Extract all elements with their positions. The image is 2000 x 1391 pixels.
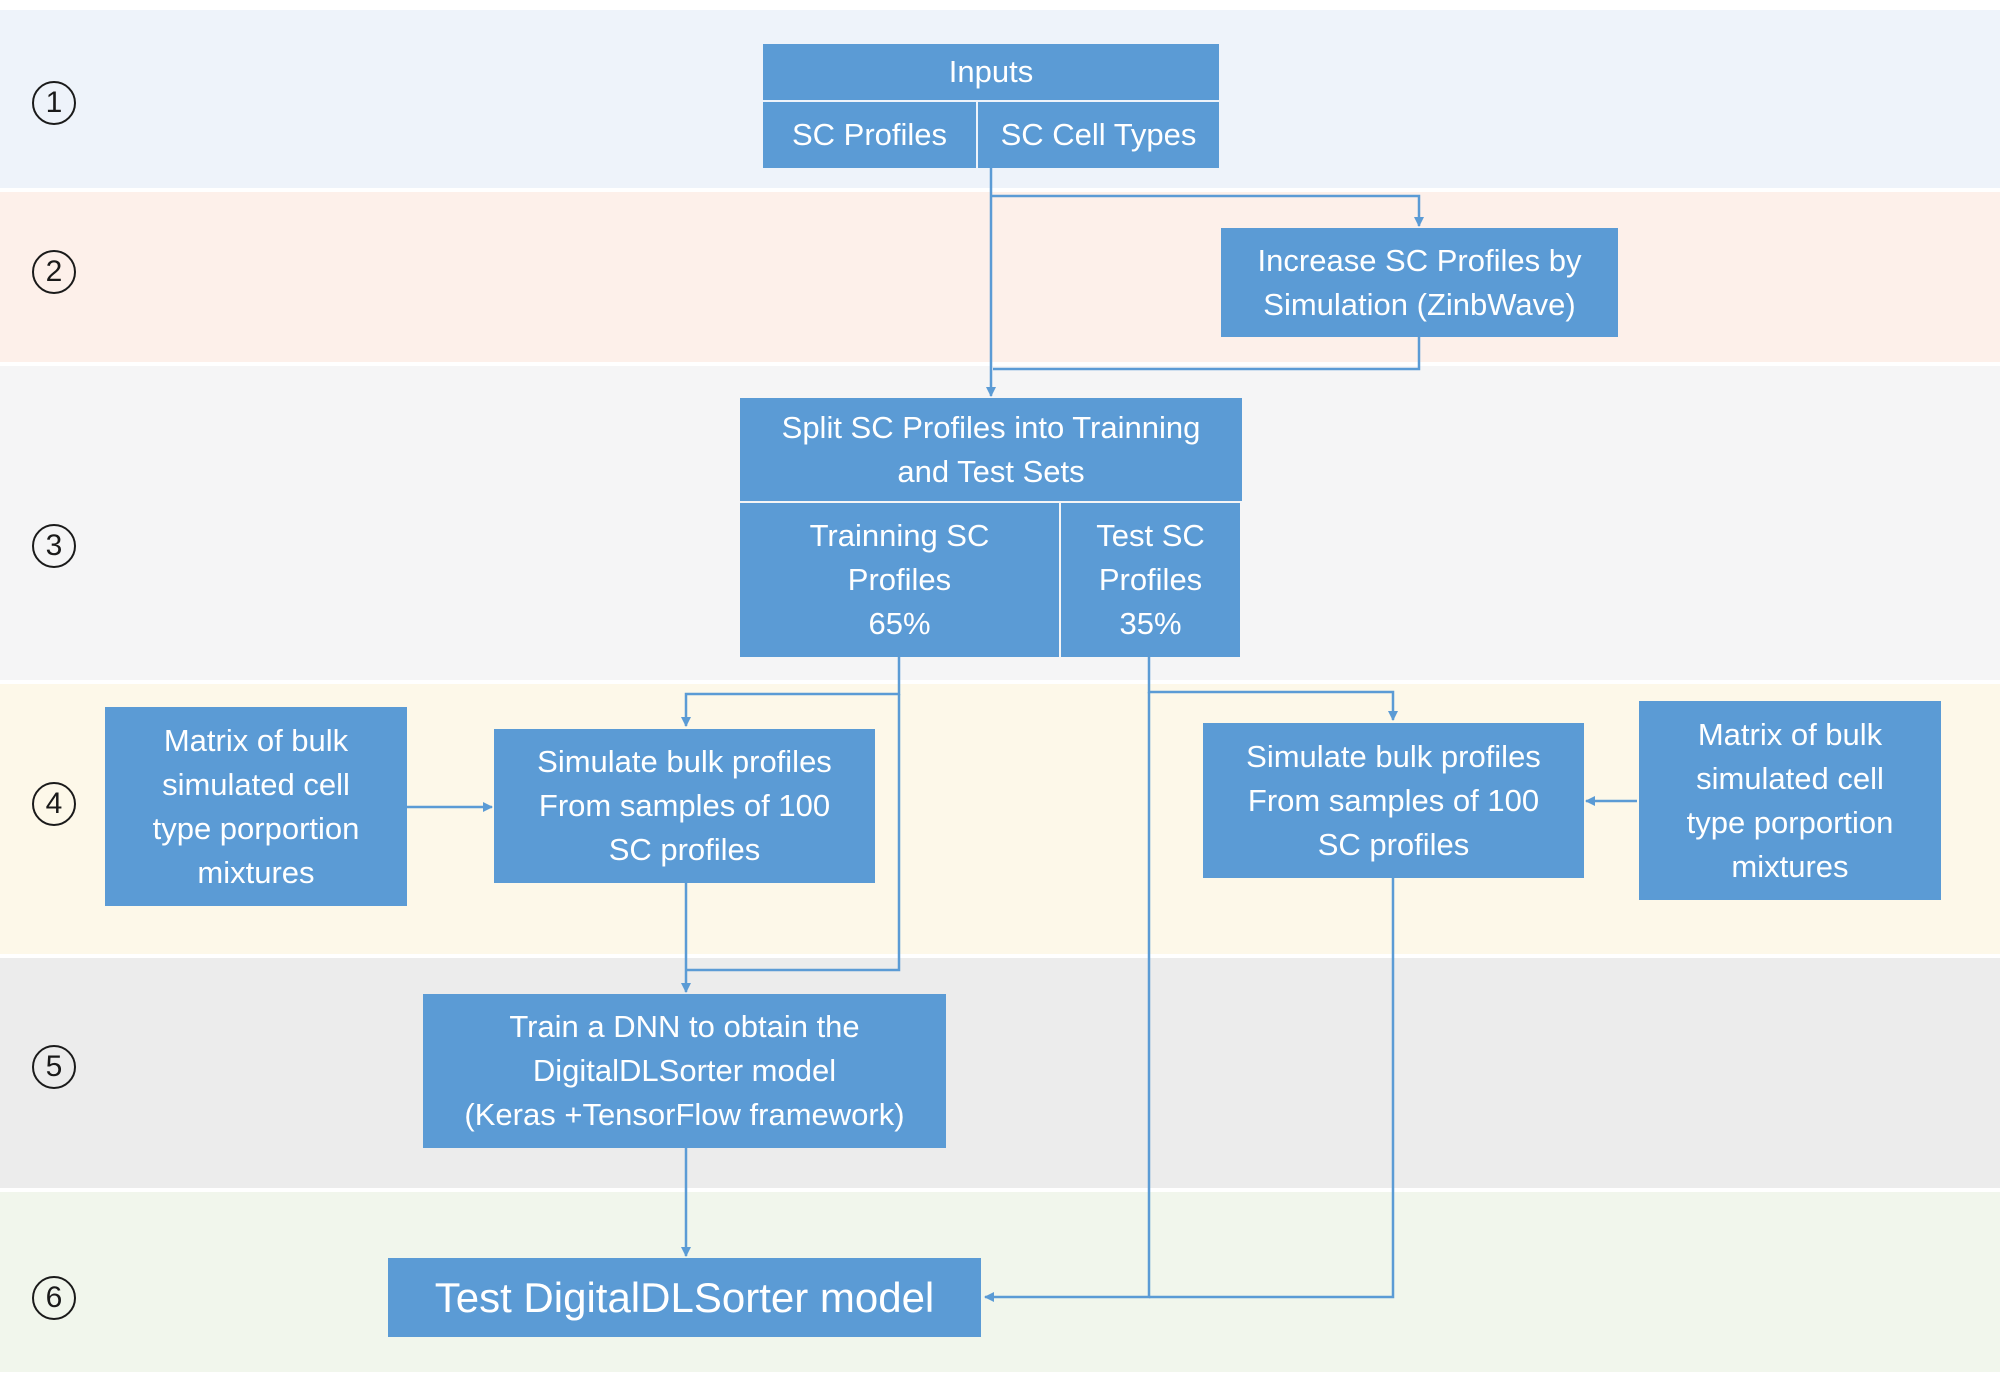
step-number-6: 6 (32, 1276, 76, 1320)
step-number-4: 4 (32, 782, 76, 826)
inputs-box: Inputs (763, 44, 1219, 100)
step-number-1: 1 (32, 81, 76, 125)
arrow-increase-to-split (993, 337, 1421, 371)
matrix-bulk-left-box: Matrix of bulk simulated cell type porpo… (105, 707, 407, 906)
band-step-5 (0, 958, 2000, 1188)
arrow-test-to-test-model (984, 692, 1151, 1302)
arrow-test-to-simulate-right (1147, 657, 1398, 721)
sc-profiles-box: SC Profiles (763, 102, 976, 168)
step-number-2: 2 (32, 250, 76, 294)
band-step-6 (0, 1192, 2000, 1372)
arrow-training-to-simulate-left (681, 657, 901, 727)
test-sc-profiles-box: Test SC Profiles 35% (1061, 503, 1240, 657)
arrow-inputs-to-increase (991, 194, 1424, 227)
simulate-bulk-right-box: Simulate bulk profiles From samples of 1… (1203, 723, 1584, 878)
matrix-bulk-right-box: Matrix of bulk simulated cell type porpo… (1639, 701, 1941, 900)
step-number-3: 3 (32, 524, 76, 568)
step-number-5: 5 (32, 1045, 76, 1089)
sc-cell-types-box: SC Cell Types (978, 102, 1219, 168)
arrow-simulate-right-to-test-model (1149, 878, 1395, 1299)
train-dnn-box: Train a DNN to obtain the DigitalDLSorte… (423, 994, 946, 1148)
test-digitaldlsorter-model-box: Test DigitalDLSorter model (388, 1258, 981, 1337)
band-step-2 (0, 192, 2000, 362)
training-sc-profiles-box: Trainning SC Profiles 65% (740, 503, 1059, 657)
arrow-training-to-train-dnn (686, 694, 901, 972)
simulate-bulk-left-box: Simulate bulk profiles From samples of 1… (494, 729, 875, 883)
increase-sc-profiles-box: Increase SC Profiles by Simulation (Zinb… (1221, 228, 1618, 337)
split-sc-profiles-box: Split SC Profiles into Trainning and Tes… (740, 398, 1242, 501)
